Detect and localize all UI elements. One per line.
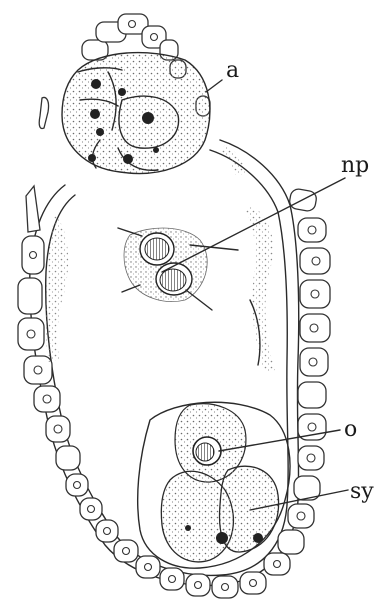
label-a: a xyxy=(226,58,239,83)
label-o: o xyxy=(344,417,357,442)
cell-cluster-a xyxy=(62,53,210,174)
polar-nuclei-np xyxy=(118,228,238,310)
egg-apparatus xyxy=(138,402,290,568)
label-np: np xyxy=(341,153,369,178)
label-sy: sy xyxy=(350,479,374,504)
